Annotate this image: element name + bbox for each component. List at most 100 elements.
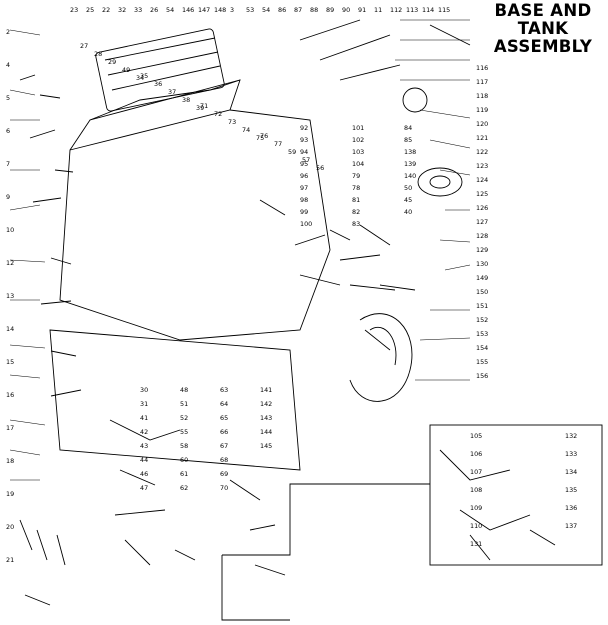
- callout-154: 154: [476, 344, 488, 352]
- callout-53: 53: [246, 6, 254, 14]
- callout-74: 74: [242, 126, 250, 134]
- callout-104: 104: [352, 160, 364, 168]
- callout-60: 60: [180, 456, 188, 464]
- callout-94: 94: [300, 148, 308, 156]
- callout-36: 36: [154, 80, 162, 88]
- title-line-3: ASSEMBLY: [493, 37, 593, 56]
- callout-73: 73: [228, 118, 236, 126]
- callout-13: 13: [6, 292, 14, 300]
- callout-129: 129: [476, 246, 488, 254]
- callout-23: 23: [70, 6, 78, 14]
- callout-55: 55: [180, 428, 188, 436]
- callout-3: 3: [230, 6, 234, 14]
- motor-cover: [95, 28, 225, 112]
- callout-49: 49: [122, 66, 130, 74]
- callout-153: 153: [476, 330, 488, 338]
- callout-22: 22: [102, 6, 110, 14]
- callout-142: 142: [260, 400, 272, 408]
- callout-91: 91: [358, 6, 366, 14]
- callout-146: 146: [182, 6, 194, 14]
- callout-93: 93: [300, 136, 308, 144]
- callout-148: 148: [214, 6, 226, 14]
- callout-70: 70: [220, 484, 228, 492]
- callout-151: 151: [476, 302, 488, 310]
- callout-40: 40: [404, 208, 412, 216]
- callout-136: 136: [565, 504, 577, 512]
- callout-39: 39: [196, 104, 204, 112]
- callout-101: 101: [352, 124, 364, 132]
- callout-88: 88: [310, 6, 318, 14]
- callout-4: 4: [6, 61, 10, 69]
- callout-50: 50: [404, 184, 412, 192]
- callout-57: 57: [302, 156, 310, 164]
- callout-113: 113: [406, 6, 418, 14]
- callout-124: 124: [476, 176, 488, 184]
- callout-155: 155: [476, 358, 488, 366]
- callout-62: 62: [180, 484, 188, 492]
- callout-41: 41: [140, 414, 148, 422]
- callout-135: 135: [565, 486, 577, 494]
- callout-68: 68: [220, 456, 228, 464]
- callout-59: 59: [288, 148, 296, 156]
- callout-103: 103: [352, 148, 364, 156]
- callout-114: 114: [422, 6, 434, 14]
- callout-123: 123: [476, 162, 488, 170]
- callout-43: 43: [140, 442, 148, 450]
- callout-35: 35: [140, 72, 148, 80]
- diagram-title: BASE AND TANK ASSEMBLY: [484, 2, 602, 56]
- tank-outline: [59, 109, 331, 341]
- callout-119: 119: [476, 106, 488, 114]
- callout-149: 149: [476, 274, 488, 282]
- callout-16: 16: [6, 391, 14, 399]
- callout-137: 137: [565, 522, 577, 530]
- callout-45: 45: [404, 196, 412, 204]
- callout-79: 79: [352, 172, 360, 180]
- callout-118: 118: [476, 92, 488, 100]
- callout-26: 26: [150, 6, 158, 14]
- callout-127: 127: [476, 218, 488, 226]
- callout-2: 2: [6, 28, 10, 36]
- pulley: [417, 167, 463, 197]
- callout-85: 85: [404, 136, 412, 144]
- callout-122: 122: [476, 148, 488, 156]
- callout-130: 130: [476, 260, 488, 268]
- callout-108: 108: [470, 486, 482, 494]
- callout-7: 7: [6, 160, 10, 168]
- callout-133: 133: [565, 450, 577, 458]
- callout-28: 28: [94, 50, 102, 58]
- callout-144: 144: [260, 428, 272, 436]
- callout-75: 75: [256, 134, 264, 142]
- callout-147: 147: [198, 6, 210, 14]
- callout-29: 29: [108, 58, 116, 66]
- callout-96: 96: [300, 172, 308, 180]
- callout-34: 34: [136, 74, 144, 82]
- callout-99: 99: [300, 208, 308, 216]
- callout-115: 115: [438, 6, 450, 14]
- callout-30: 30: [140, 386, 148, 394]
- callout-92: 92: [300, 124, 308, 132]
- callout-98: 98: [300, 196, 308, 204]
- base-frame: [49, 329, 301, 471]
- callout-97: 97: [300, 184, 308, 192]
- callout-9: 9: [6, 193, 10, 201]
- callout-61: 61: [180, 470, 188, 478]
- callout-116: 116: [476, 64, 488, 72]
- callout-64: 64: [220, 400, 228, 408]
- callout-102: 102: [352, 136, 364, 144]
- callout-81: 81: [352, 196, 360, 204]
- callout-87: 87: [294, 6, 302, 14]
- callout-69: 69: [220, 470, 228, 478]
- callout-71: 71: [200, 102, 208, 110]
- callout-78: 78: [352, 184, 360, 192]
- callout-31: 31: [140, 400, 148, 408]
- callout-100: 100: [300, 220, 312, 228]
- callout-109: 109: [470, 504, 482, 512]
- callout-11: 11: [374, 6, 382, 14]
- callout-143: 143: [260, 414, 272, 422]
- callout-54: 54: [166, 6, 174, 14]
- callout-121: 121: [476, 134, 488, 142]
- callout-107: 107: [470, 468, 482, 476]
- callout-33: 33: [134, 6, 142, 14]
